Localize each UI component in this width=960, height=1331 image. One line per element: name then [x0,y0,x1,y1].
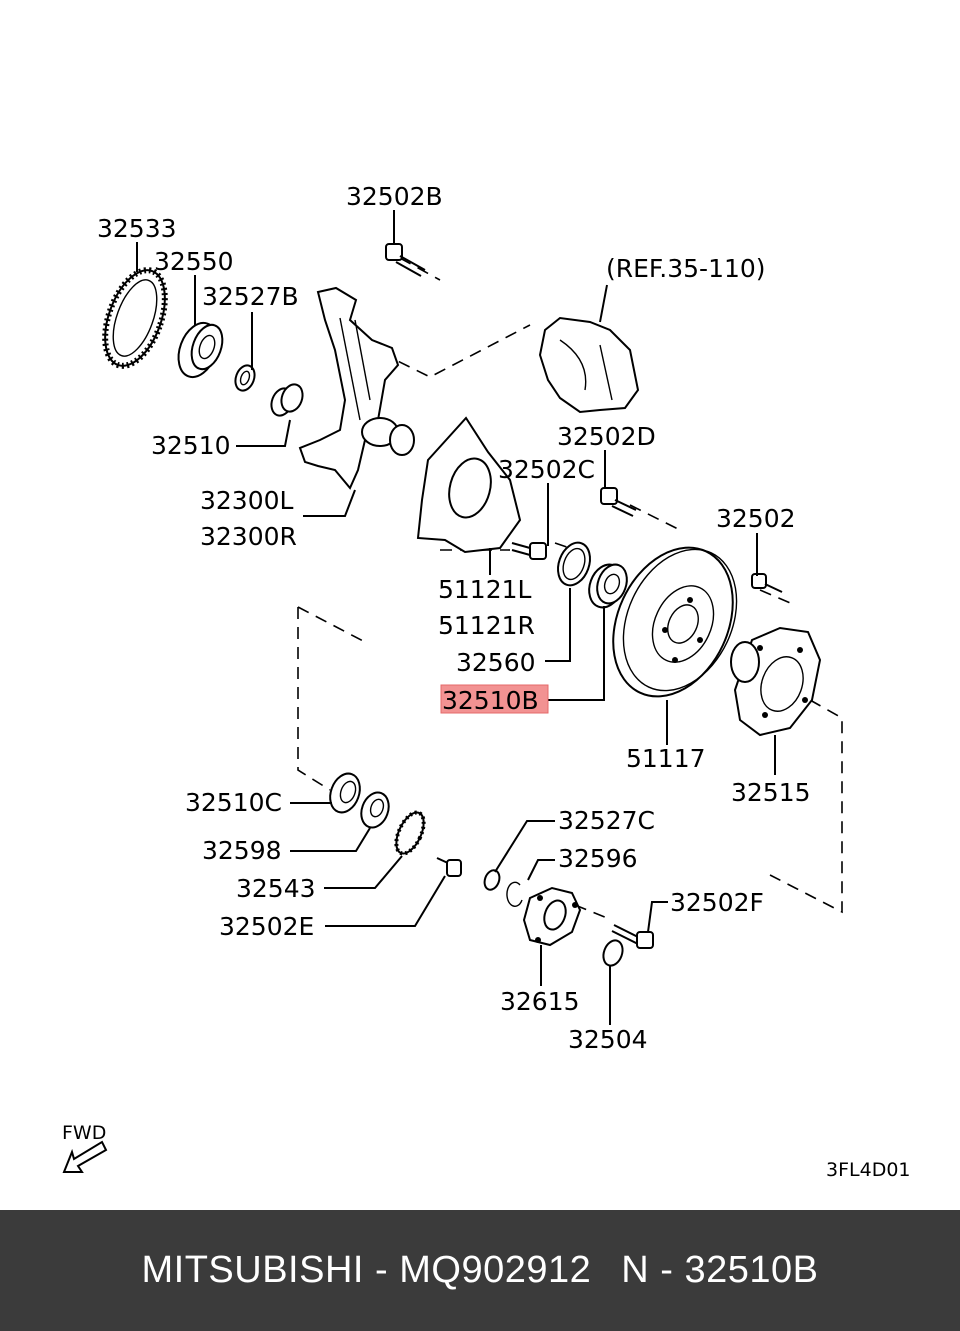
washer-part [234,364,256,392]
wheel-hub-part [730,626,822,737]
label-32615: 32615 [500,987,580,1016]
label-32527b: 32527B [202,282,299,311]
leader-lines [136,210,776,1025]
bearing-32510c-part [329,772,361,814]
seal-32560-part [557,541,591,587]
label-51117: 51117 [626,744,706,773]
label-51121l: 51121L [438,575,532,604]
label-51121r: 51121R [438,611,535,640]
oil-seal-part [177,321,224,379]
label-32510c: 32510C [185,788,282,817]
label-32502: 32502 [716,504,796,533]
label-32502b: 32502B [346,182,443,211]
label-32300r: 32300R [200,522,297,551]
footer-reference-number: N - 32510B [621,1249,819,1291]
label-32502e: 32502E [219,912,314,941]
lock-nut-part [360,791,390,829]
forward-direction-indicator: FWD [62,1122,108,1173]
bolt-32502c-part [511,542,547,560]
dust-cover-part [416,416,522,554]
label-32560: 32560 [456,648,536,677]
label-32515: 32515 [731,778,811,807]
label-32510b: 32510B [442,686,539,715]
label-ref-35-110: (REF.35-110) [606,254,766,283]
footer-banner: MITSUBISHI - MQ902912 N - 32510B [0,1210,960,1331]
bolt-32502b-part [385,243,426,277]
label-32300l: 32300L [200,486,294,515]
label-32596: 32596 [558,844,638,873]
label-32502f: 32502F [670,888,764,917]
footer-brand-part-number: MITSUBISHI - MQ902912 [141,1249,592,1291]
bolt-32502f-part [611,924,654,949]
label-32533: 32533 [97,214,177,243]
fwd-arrow-icon [62,1140,108,1173]
snap-ring-part [506,881,523,907]
lock-washer-part [394,810,426,856]
bolt-32502-part [751,573,783,593]
washer-32527c-part [483,869,501,891]
steering-knuckle-part [298,286,415,490]
highlight-box [440,684,549,714]
label-32502d: 32502D [557,422,656,451]
free-wheel-hub-part [522,886,582,947]
exploded-parts-diagram: 32502B 32533 32550 32527B (REF.35-110) 3… [62,182,911,1181]
wheel-bearing-32510b-part [588,563,628,609]
label-32550: 32550 [154,247,234,276]
label-32502c: 32502C [498,455,595,484]
label-32510: 32510 [151,431,231,460]
brake-caliper-reference [538,284,640,414]
bushing-part [270,383,304,417]
label-32504: 32504 [568,1025,648,1054]
hub-cap-part [602,939,624,967]
bolt-32502d-part [600,487,637,517]
diagram-code: 3FL4D01 [826,1159,911,1181]
label-32543: 32543 [236,874,316,903]
part-labels: 32502B 32533 32550 32527B (REF.35-110) 3… [97,182,811,1054]
screw-32502e-part [436,857,462,877]
label-32527c: 32527C [558,806,655,835]
fwd-label: FWD [62,1122,106,1144]
abs-tone-ring-part [102,267,168,369]
brake-disc-rotor-part [612,546,738,698]
label-32598: 32598 [202,836,282,865]
